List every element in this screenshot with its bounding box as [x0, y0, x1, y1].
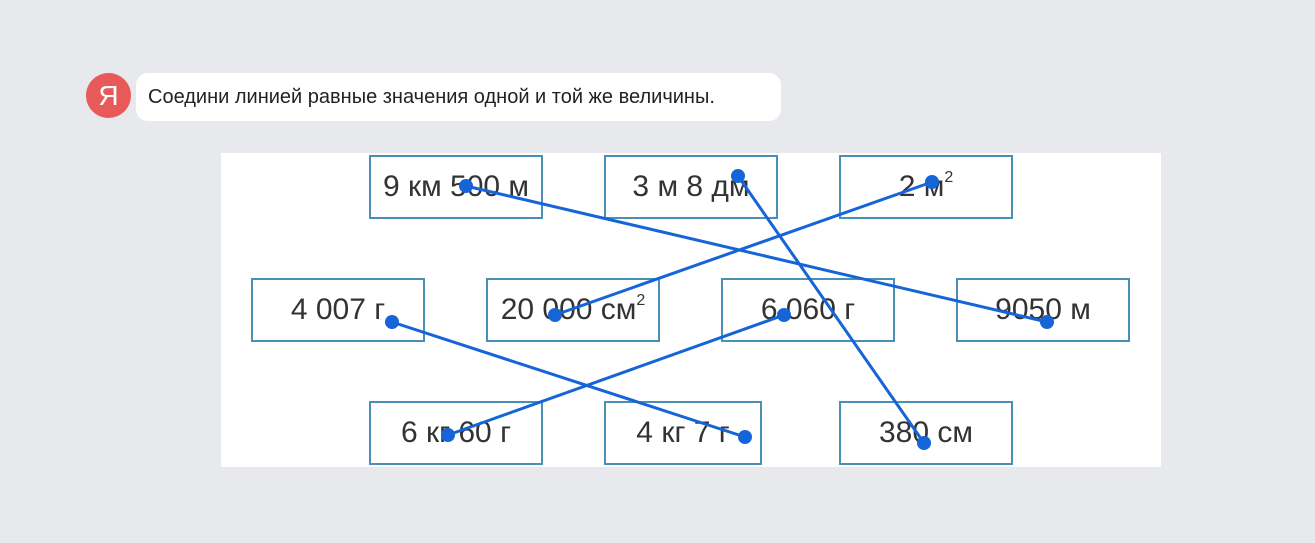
card-6060g[interactable]: 6 060 г: [721, 278, 895, 342]
card-label: 9050 м: [995, 293, 1091, 326]
card-label: 9 км 500 м: [382, 170, 530, 203]
card-label: 3 м 8 дм: [632, 170, 750, 203]
instruction-bubble: Соедини линией равные значения одной и т…: [136, 73, 781, 121]
instruction-text: Соедини линией равные значения одной и т…: [148, 85, 715, 108]
card-20000cm2[interactable]: 20 000 см2: [486, 278, 660, 342]
card-label: 4 кг 7 г: [636, 416, 730, 449]
card-label: 4 007 г: [290, 293, 386, 326]
assistant-avatar: Я: [86, 73, 131, 118]
avatar-letter: Я: [98, 79, 119, 111]
card-4007g[interactable]: 4 007 г: [251, 278, 425, 342]
card-label: 6 060 г: [760, 293, 856, 326]
card-label: 380 см: [878, 416, 973, 449]
card-label: 2 м2: [898, 169, 954, 203]
card-3m8dm[interactable]: 3 м 8 дм: [604, 155, 778, 219]
card-380cm[interactable]: 380 см: [839, 401, 1013, 465]
card-label: 20 000 см2: [500, 292, 646, 326]
card-6kg60g[interactable]: 6 кг 60 г: [369, 401, 543, 465]
card-4kg7g[interactable]: 4 кг 7 г: [604, 401, 762, 465]
card-9km500m[interactable]: 9 км 500 м: [369, 155, 543, 219]
card-9050m[interactable]: 9050 м: [956, 278, 1130, 342]
card-label: 6 кг 60 г: [400, 416, 512, 449]
card-2m2[interactable]: 2 м2: [839, 155, 1013, 219]
